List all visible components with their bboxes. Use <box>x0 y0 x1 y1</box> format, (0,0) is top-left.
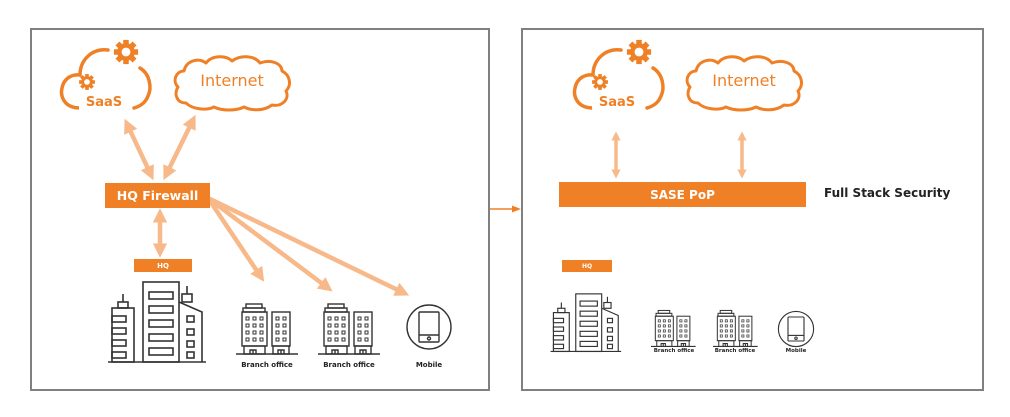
mobile-phone-icon <box>406 304 452 350</box>
branch-office-label: Branch office <box>241 361 293 369</box>
mobile-label: Mobile <box>785 348 807 354</box>
saas-label: SaaS <box>79 96 129 110</box>
hq-label: HQ <box>562 260 612 272</box>
arrow-internet-firewall <box>163 114 196 181</box>
branch-building-icon <box>712 309 759 347</box>
arrow-firewall-branch1 <box>206 196 265 282</box>
hq-building-icon <box>107 281 207 363</box>
sase-architecture-panel <box>521 28 984 391</box>
branch-building-icon <box>650 309 697 347</box>
mobile-label: Mobile <box>415 361 443 369</box>
branch-office-label: Branch office <box>653 348 695 354</box>
hq-firewall-box: HQ Firewall <box>105 183 210 208</box>
branch-building-icon <box>317 303 381 355</box>
arrow-saas-firewall <box>124 118 154 181</box>
arrow-firewall-branch2 <box>206 196 333 292</box>
branch-office-label: Branch office <box>714 348 756 354</box>
branch-building-icon <box>235 303 299 355</box>
internet-label: Internet <box>200 71 264 90</box>
internet-label: Internet <box>712 71 776 90</box>
mobile-phone-icon <box>777 310 815 348</box>
branch-office-label: Branch office <box>323 361 375 369</box>
sase-pop-bar: SASE PoP <box>559 182 806 207</box>
full-stack-security-label: Full Stack Security <box>824 186 951 200</box>
arrow-firewall-mobile <box>207 195 410 296</box>
saas-label: SaaS <box>592 96 642 110</box>
hq-building-icon <box>549 293 622 353</box>
hq-label: HQ <box>134 259 192 272</box>
